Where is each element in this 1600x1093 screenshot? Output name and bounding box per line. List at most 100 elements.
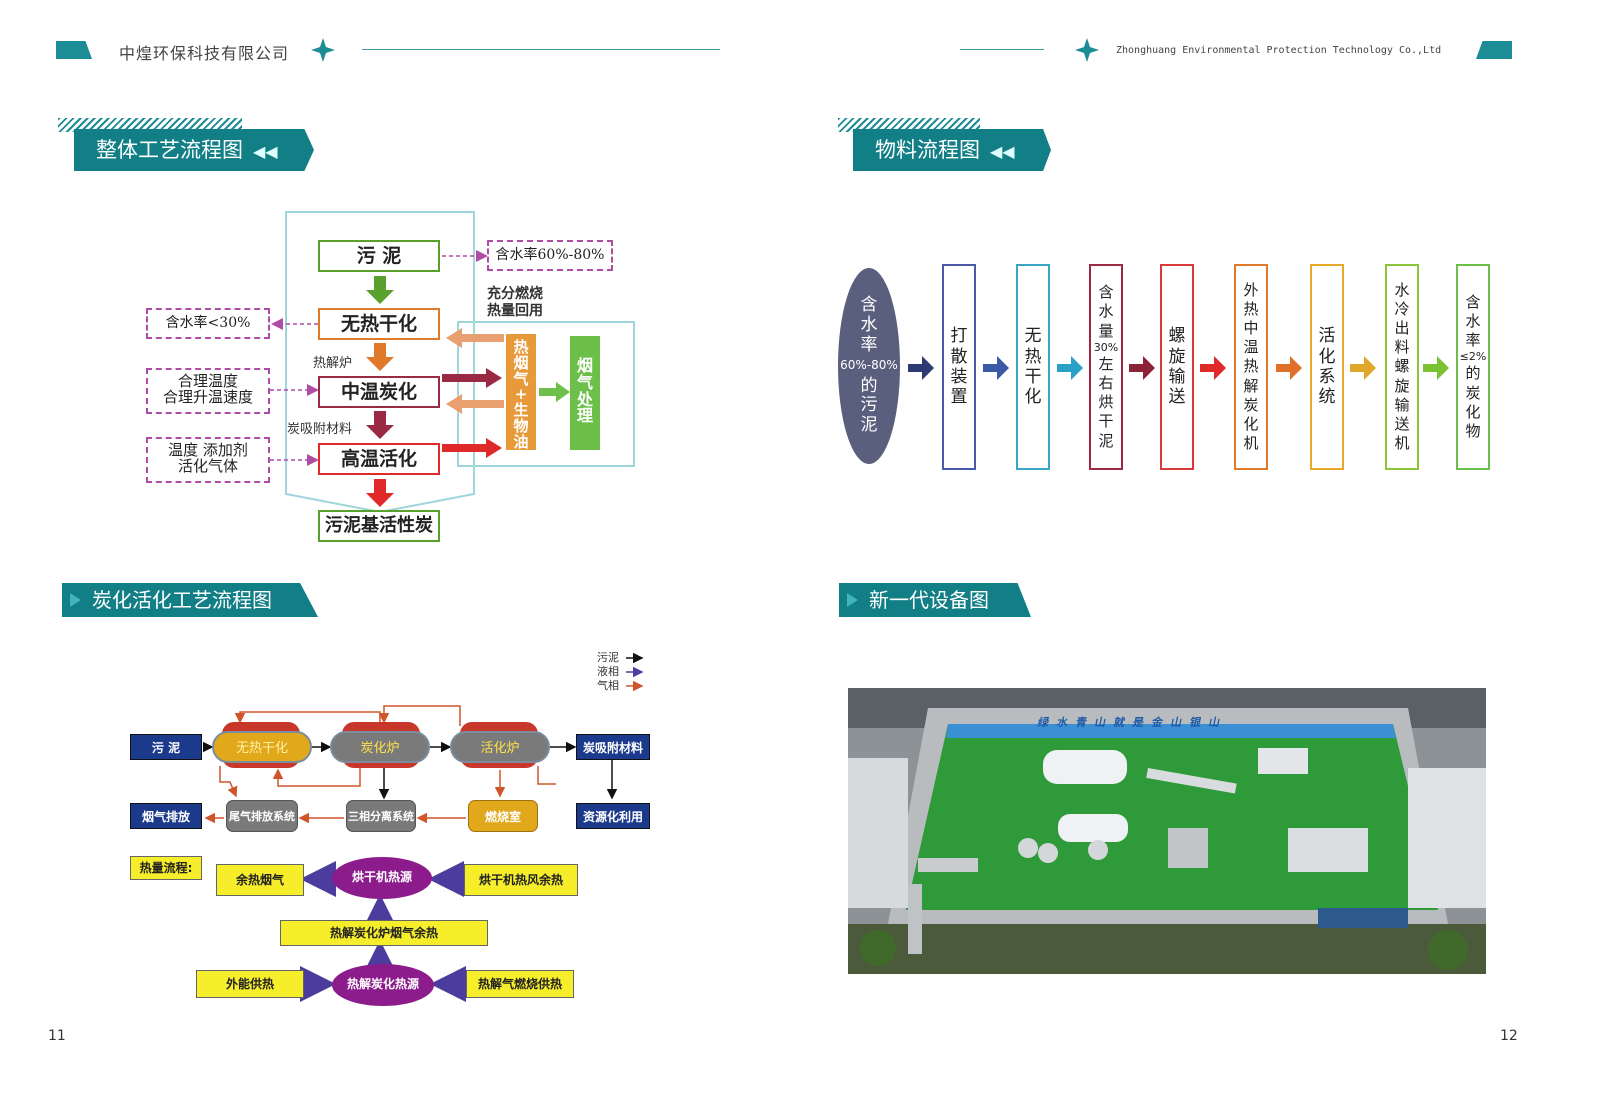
step-char: 输	[1168, 367, 1186, 387]
note-line: 合理温度	[177, 372, 238, 390]
section-title-equipment: 新一代设备图	[839, 583, 1031, 617]
down-arrow	[366, 276, 394, 507]
step-char: 水	[1394, 280, 1410, 299]
box3-three-phase: 三相分离系统	[346, 800, 416, 832]
step-char: 干	[1024, 367, 1042, 387]
step-char: 物	[1465, 422, 1481, 440]
step-char: 化	[1465, 402, 1481, 421]
step-char: 打	[950, 326, 968, 347]
label-line: 充分燃烧	[487, 286, 543, 302]
header-rule-left	[362, 49, 720, 50]
step-char: 机	[1394, 434, 1410, 453]
vertical-char: 处	[576, 389, 593, 409]
box-activate: 高温活化	[318, 443, 440, 475]
box-hot-gas: 热烟气+生物油	[506, 334, 536, 450]
pill-activate: 活化炉	[450, 731, 550, 763]
step-char: 无	[1024, 326, 1042, 347]
step-char: 旋	[1168, 346, 1186, 367]
label-heat-recover: 充分燃烧 热量回用	[487, 286, 543, 320]
step-char: 的	[1465, 364, 1481, 383]
step-char: 出	[1394, 319, 1410, 338]
legend-liquid: 液相	[597, 665, 619, 678]
box3-sludge: 污 泥	[130, 734, 202, 760]
section-title-text: 炭化活化工艺流程图	[92, 588, 272, 612]
step-char: 干	[1098, 412, 1114, 431]
triangle-icon	[847, 593, 858, 607]
vertical-char: 理	[576, 406, 593, 426]
box-flue-treatment: 烟气处理	[570, 336, 600, 450]
material-step: 螺旋输送	[1160, 264, 1194, 470]
start-char: 60%-80%	[840, 358, 898, 373]
material-step: 活化系统	[1310, 264, 1344, 470]
step-char: 量	[1098, 321, 1114, 340]
box-sludge: 污 泥	[318, 240, 440, 272]
section-title-carbon: 炭化活化工艺流程图	[62, 583, 318, 617]
step-char: 烘	[1098, 393, 1114, 412]
header-rule-right	[960, 49, 1044, 50]
pill-dry: 无热干化	[212, 731, 312, 763]
step-char: 30%	[1093, 340, 1119, 354]
step-char: 热	[1243, 357, 1259, 376]
flow3-legend: 污泥 液相 气相	[597, 651, 619, 693]
step-char: 输	[1394, 395, 1410, 414]
step-char: 化	[1024, 387, 1042, 408]
note-additive: 温度 添加剂 活化气体	[146, 437, 270, 483]
step-char: 系	[1318, 367, 1336, 387]
heat-external: 外能供热	[196, 970, 304, 998]
start-char: 的	[860, 375, 878, 396]
section-title-text: 整体工艺流程图	[96, 138, 243, 162]
section-title-text: 物料流程图	[875, 138, 980, 162]
note-line: 活化气体	[177, 456, 238, 475]
box3-adsorb: 炭吸附材料	[576, 734, 650, 760]
material-step: 外热中温热解炭化机	[1234, 264, 1268, 470]
step-char: 机	[1243, 434, 1259, 453]
step-char: 螺	[1394, 357, 1410, 376]
section-title-text: 新一代设备图	[869, 588, 989, 612]
equipment-plant-image: 绿水青山就是金山银山	[848, 688, 1486, 974]
step-char: 冷	[1394, 299, 1410, 318]
step-char: 水	[1098, 302, 1114, 321]
vertical-char: +	[514, 385, 528, 404]
heat-title: 热量流程:	[130, 856, 202, 880]
step-char: 左	[1098, 354, 1114, 373]
vertical-char: 烟	[513, 353, 529, 372]
step-char: 化	[1243, 414, 1259, 433]
hatch-deco	[58, 118, 242, 132]
step-char: 送	[1168, 387, 1186, 408]
step-char: 置	[950, 387, 968, 408]
label-pyrolysis: 热解炉	[313, 356, 353, 371]
step-char: 送	[1394, 414, 1410, 433]
start-char: 水	[860, 315, 878, 335]
box-carbonize: 中温炭化	[318, 376, 440, 408]
flow2-arrow	[1057, 356, 1083, 380]
note-water-in: 含水率60%-80%	[487, 240, 613, 271]
heat-pyro-flue: 热解炭化炉烟气余热	[280, 920, 488, 946]
step-char: 料	[1394, 338, 1410, 357]
box-dry: 无热干化	[318, 308, 440, 340]
hatch-deco	[838, 118, 980, 132]
note-temperature: 合理温度 合理升温速度	[146, 368, 270, 414]
vertical-char: 生	[513, 401, 529, 419]
step-char: 炭	[1465, 383, 1481, 402]
start-char: 含	[860, 295, 878, 316]
vertical-char: 油	[513, 432, 529, 451]
step-char: 装	[950, 367, 968, 387]
box3-burn: 燃烧室	[468, 800, 538, 832]
box3-tail: 尾气排放系统	[226, 800, 298, 832]
plant-render	[848, 688, 1486, 974]
vertical-char: 气	[513, 369, 529, 388]
pill-carbon: 炭化炉	[330, 731, 430, 763]
start-char: 泥	[860, 414, 878, 435]
step-char: 活	[1318, 326, 1336, 347]
company-name-en: Zhonghuang Environmental Protection Tech…	[1116, 45, 1442, 56]
step-char: ≤2%	[1459, 350, 1487, 364]
legend-gas: 气相	[597, 679, 619, 692]
box3-resource: 资源化利用	[576, 803, 650, 829]
start-char: 率	[860, 334, 878, 355]
heat-pyro-source: 热解炭化热源	[332, 964, 434, 1006]
